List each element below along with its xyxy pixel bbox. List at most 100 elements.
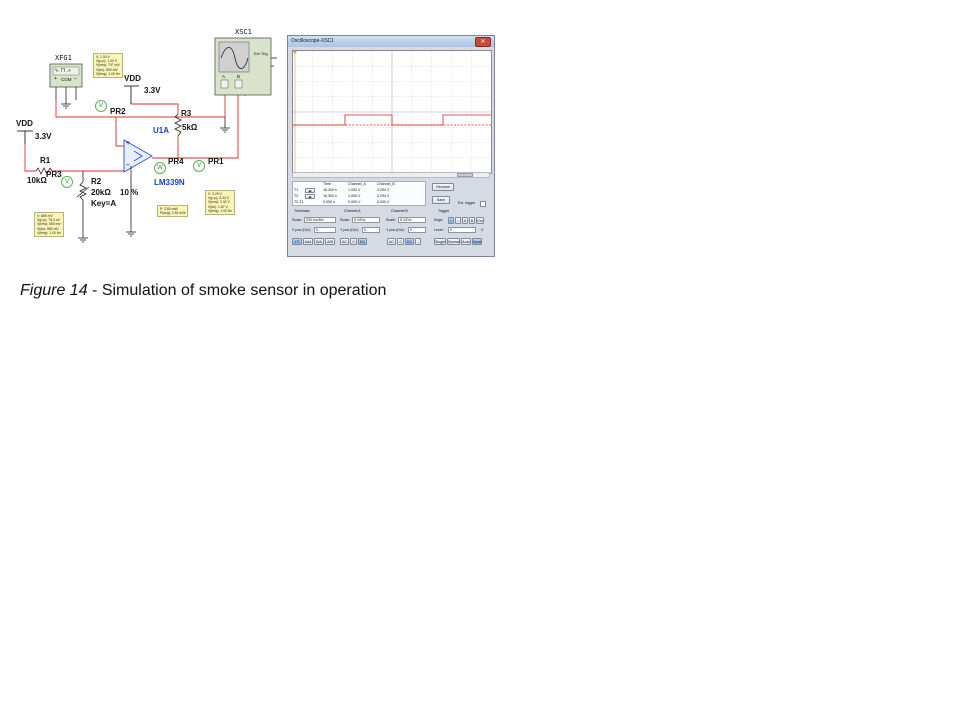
scrollbar-thumb[interactable] xyxy=(457,173,473,177)
channel-a-ypos-field[interactable]: 0 xyxy=(362,227,380,233)
r2-key: Key=A xyxy=(91,199,117,208)
cursor-row-channel-b: 3.294 V xyxy=(377,188,390,192)
opamp-ref: U1A xyxy=(153,126,170,135)
trigger-edge-button-3[interactable]: B xyxy=(469,217,475,224)
trigger-edge-button-2[interactable]: A xyxy=(462,217,468,224)
cursor-row-channel-a: 1.000 V xyxy=(348,188,361,192)
cursor-arrows-icon[interactable]: ◂▸ xyxy=(305,188,315,193)
trigger-edge-button-0[interactable]: f xyxy=(448,217,454,224)
figure-caption: Figure 14 - Simulation of smoke sensor i… xyxy=(20,282,386,300)
trigger-edge-button-1[interactable]: ↑ xyxy=(455,217,461,224)
voltmeter-icon-pr3[interactable]: V xyxy=(61,176,73,188)
trigger-mode-button-3[interactable]: None xyxy=(472,238,482,245)
cursor-row-time: 0.000 s xyxy=(323,200,335,204)
fgen-plus: + xyxy=(54,76,57,82)
trigger-edge-label: Edge: xyxy=(434,218,444,222)
reverse-button[interactable]: Reverse xyxy=(432,183,454,191)
scope-ext-trig: Ext Trig xyxy=(254,51,268,56)
probe-pr3-line: V(dc): 550 mV xyxy=(37,226,59,231)
oscilloscope-screen[interactable] xyxy=(292,50,492,174)
channel-a-coupling-button-1[interactable]: 0 xyxy=(350,238,357,245)
channel-b-title: Channel B xyxy=(391,209,408,213)
wattmeter-icon-pr4[interactable]: W xyxy=(154,162,166,174)
voltmeter-icon-pr1[interactable]: V xyxy=(193,160,205,172)
trigger-mode-button-0[interactable]: Single xyxy=(434,238,446,245)
voltmeter-icon-pr2[interactable]: V xyxy=(95,100,107,112)
trigger-mode-button-2[interactable]: Auto xyxy=(461,238,471,245)
channel-b-coupling-button-3[interactable]: - xyxy=(415,238,421,245)
channel-b-coupling-button-2[interactable]: DC xyxy=(405,238,414,245)
channel-b-ypos-field[interactable]: 0 xyxy=(408,227,426,233)
probe-pr3-line: V(rms): 550 mV xyxy=(37,222,61,227)
r1-name: R1 xyxy=(40,156,51,165)
trigger-title: Trigger xyxy=(438,209,450,213)
vdd-left-value: 3.3V xyxy=(35,132,52,141)
opamp-part: LM339N xyxy=(154,178,185,187)
channel-b-scale-field[interactable]: 5 V/Div xyxy=(398,217,426,223)
scope-ch-a: A xyxy=(222,74,226,79)
oscilloscope-grid xyxy=(293,51,491,173)
probe-pr1-label: PR1 xyxy=(208,157,224,166)
r3-name: R3 xyxy=(181,109,192,118)
trigger-mode-button-1[interactable]: Normal xyxy=(447,238,460,245)
channel-a-scale-field[interactable]: 5 V/Div xyxy=(352,217,380,223)
r3-value: 5kΩ xyxy=(182,123,198,132)
save-button[interactable]: Save xyxy=(432,196,450,204)
timebase-scale-label: Scale: xyxy=(292,218,302,222)
cursor-row-label: T1 xyxy=(294,188,299,192)
timebase-scale-field[interactable]: 200 ms/Div xyxy=(304,217,336,223)
r1-value: 10kΩ xyxy=(27,176,47,185)
probe-pr3-line: V: 869 mV xyxy=(37,214,53,218)
cursor-row-time: 16.300 s xyxy=(323,188,337,192)
header-time: Time xyxy=(323,182,331,186)
ext-trigger-label: Ext. trigger xyxy=(458,201,476,205)
channel-b-coupling-button-1[interactable]: 0 xyxy=(397,238,404,245)
probe-pr3-label: PR3 xyxy=(46,170,62,179)
timebase-mode-button-0[interactable]: Y/T xyxy=(292,238,302,245)
channel-a-coupling-button-2[interactable]: DC xyxy=(358,238,367,245)
schematic: XFG1 ∿ ⊓ ⩘ + COM – VDD 3.3V VDD 3.3V R1 … xyxy=(0,0,285,260)
horizontal-scrollbar[interactable] xyxy=(292,172,490,178)
channel-b-ypos-label: Y pos.(Div): xyxy=(386,228,405,232)
channel-a-title: Channel A xyxy=(344,209,361,213)
probe-pr2-line: V(freq): 1.00 Hz xyxy=(96,71,120,76)
probe-pr1-line: V(rms): 2.32 V xyxy=(208,200,230,205)
probe-pr2-line: V: 1.00 V xyxy=(96,55,110,59)
timebase-mode-button-2[interactable]: B/A xyxy=(314,238,324,245)
trigger-level-unit: V xyxy=(481,228,484,232)
cursor-arrows-icon[interactable]: ◂▸ xyxy=(305,194,315,199)
probe-pr1-line: V(p-p): 3.24 V xyxy=(208,196,230,201)
caption-text: - Simulation of smoke sensor in operatio… xyxy=(87,282,387,299)
fgen-wave-icons: ∿ ⊓ ⩘ xyxy=(54,68,71,74)
cursor-row-channel-a: 1.000 V xyxy=(348,194,361,198)
cursor-row-channel-a: 0.000 V xyxy=(348,200,361,204)
timebase-mode-button-1[interactable]: Add xyxy=(303,238,313,245)
channel-a-scale-label: Scale: xyxy=(340,218,350,222)
header-channel-b: Channel_B xyxy=(377,182,395,186)
timebase-title: Timebase xyxy=(294,209,310,213)
close-icon[interactable]: ✕ xyxy=(475,37,491,47)
scope-label: XSC1 xyxy=(235,28,252,36)
scope-ch-b: B xyxy=(237,74,241,79)
cursor-row-channel-b: 0.000 V xyxy=(377,200,390,204)
timebase-xpos-field[interactable]: 0 xyxy=(314,227,336,233)
probe-pr3-line: V(freq): 1.00 Hz xyxy=(37,230,61,235)
channel-b-coupling-button-0[interactable]: AC xyxy=(387,238,396,245)
trigger-level-label: Level: xyxy=(434,228,444,232)
ext-trigger-checkbox[interactable] xyxy=(480,201,486,207)
probe-pr2-line: V(dc): 500 mV xyxy=(96,67,118,72)
trigger-edge-button-4[interactable]: Ext xyxy=(476,217,484,224)
timebase-mode-button-3[interactable]: A/B xyxy=(325,238,335,245)
probe-pr4-label: PR4 xyxy=(168,157,184,166)
fgen-com: COM xyxy=(61,77,72,82)
trigger-level-field[interactable]: 0 xyxy=(448,227,476,233)
channel-a-coupling-button-0[interactable]: AC xyxy=(340,238,349,245)
timebase-xpos-label: X pos.(Div): xyxy=(292,228,311,232)
fgen-label: XFG1 xyxy=(55,54,72,62)
vdd-left-label: VDD xyxy=(16,119,33,128)
probe-pr4-line: P(avg): 2.81 mW xyxy=(160,211,186,216)
cursor-row-label: T2-T1 xyxy=(294,200,304,204)
